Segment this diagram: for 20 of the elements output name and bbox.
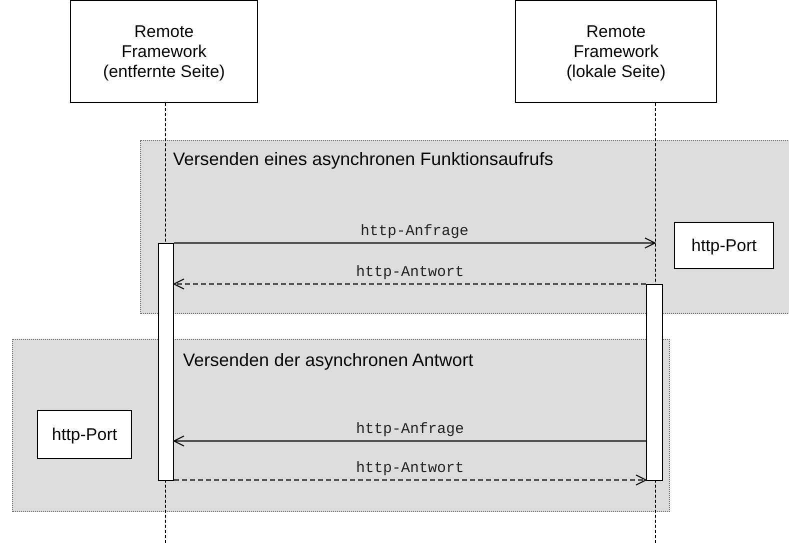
lifeline bbox=[655, 103, 656, 543]
message-arrow bbox=[174, 474, 647, 486]
participant-box: Remote Framework (lokale Seite) bbox=[515, 0, 717, 103]
group-title: Versenden eines asynchronen Funktionsaufrufs bbox=[173, 149, 554, 170]
activation-bar bbox=[646, 284, 663, 481]
activation-bar bbox=[158, 243, 174, 481]
group-title: Versenden der asynchronen Antwort bbox=[183, 350, 474, 371]
message-arrow bbox=[173, 435, 646, 447]
group-frame bbox=[12, 339, 670, 512]
edge-label: http-Anfrage bbox=[356, 421, 464, 438]
edge-label: http-Antwort bbox=[356, 460, 464, 477]
edge-label: http-Antwort bbox=[356, 264, 464, 281]
participant-box: Remote Framework (entfernte Seite) bbox=[70, 0, 258, 103]
edge-label: http-Anfrage bbox=[360, 223, 469, 240]
port-box: http-Port bbox=[37, 410, 132, 459]
port-box: http-Port bbox=[674, 222, 774, 269]
lifeline bbox=[165, 103, 166, 543]
message-arrow bbox=[174, 237, 656, 249]
group-frame bbox=[140, 140, 789, 314]
message-arrow bbox=[173, 278, 646, 290]
